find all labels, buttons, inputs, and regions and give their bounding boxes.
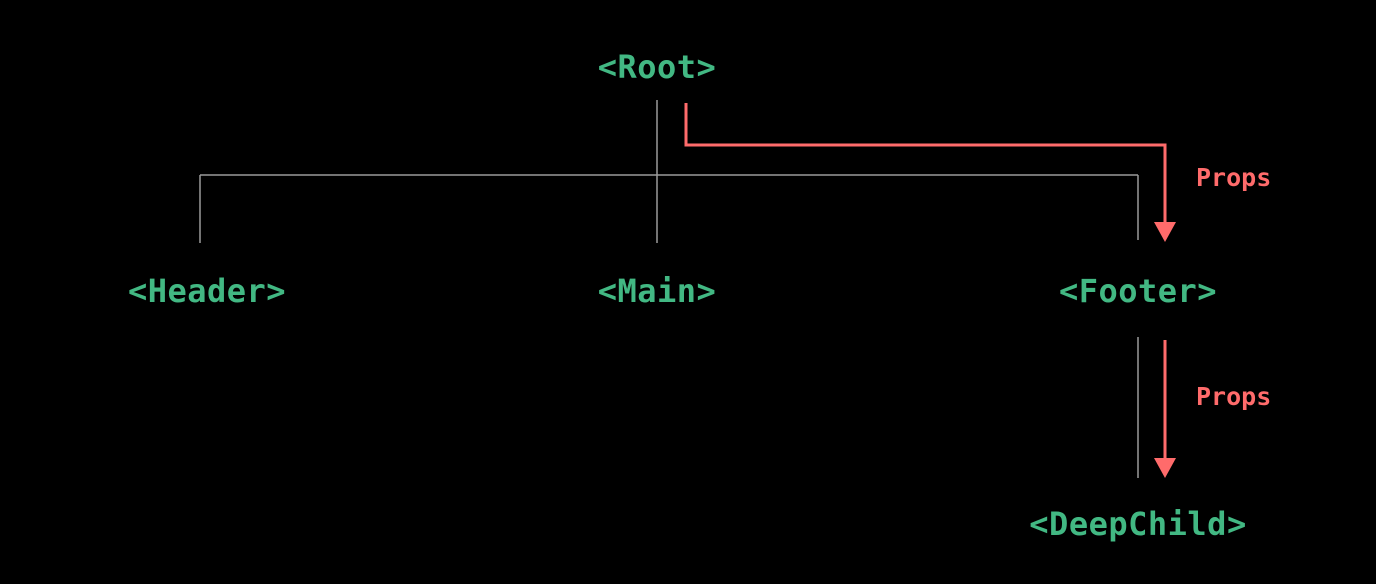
node-deepchild: <DeepChild>	[1029, 505, 1247, 543]
node-root: <Root>	[597, 48, 717, 86]
props-arrowhead-root-to-footer	[1154, 222, 1176, 242]
node-header: <Header>	[127, 272, 287, 310]
node-footer: <Footer>	[1058, 272, 1218, 310]
node-main: <Main>	[597, 272, 717, 310]
props-arrowhead-footer-to-deepchild	[1154, 458, 1176, 478]
props-label-footer-to-deepchild: Props	[1196, 382, 1272, 411]
props-arrow-root-to-footer	[684, 103, 1167, 224]
props-label-root-to-footer: Props	[1196, 163, 1272, 192]
